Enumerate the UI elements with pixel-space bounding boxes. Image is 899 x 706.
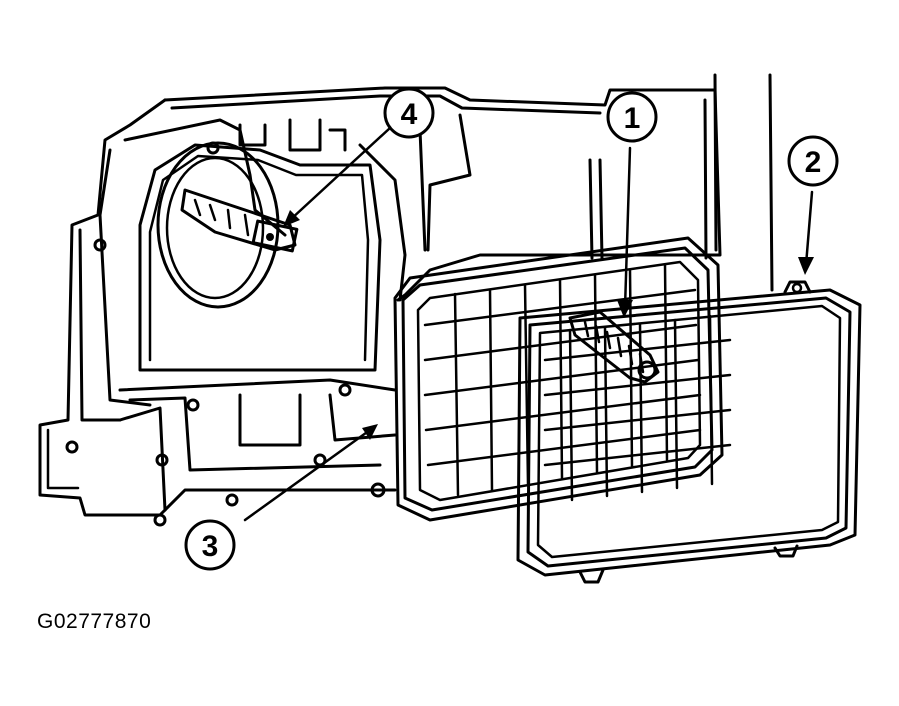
callout-1-label: 1 (624, 102, 641, 135)
callout-4: 4 (383, 87, 435, 139)
callout-3-label: 3 (202, 530, 219, 563)
callout-4-arrowhead (283, 210, 300, 227)
housing (38, 73, 774, 517)
callout-2: 2 (787, 135, 839, 187)
retainer-spring (568, 310, 660, 384)
callout-2-arrowhead (798, 257, 814, 275)
callout-1: 1 (606, 91, 658, 143)
callout-leaders (243, 126, 814, 522)
housing-mounting-holes (65, 141, 386, 527)
filter-cover (516, 280, 862, 584)
filter-element-rear (393, 236, 724, 522)
callout-4-label: 4 (401, 98, 418, 131)
figure-id-label: G02777870 (37, 610, 152, 633)
callout-3-arrowhead (362, 424, 378, 440)
callout-1-arrowhead (617, 300, 633, 318)
callout-3: 3 (184, 519, 236, 571)
callout-2-label: 2 (805, 146, 822, 179)
blower-motor (156, 141, 299, 309)
